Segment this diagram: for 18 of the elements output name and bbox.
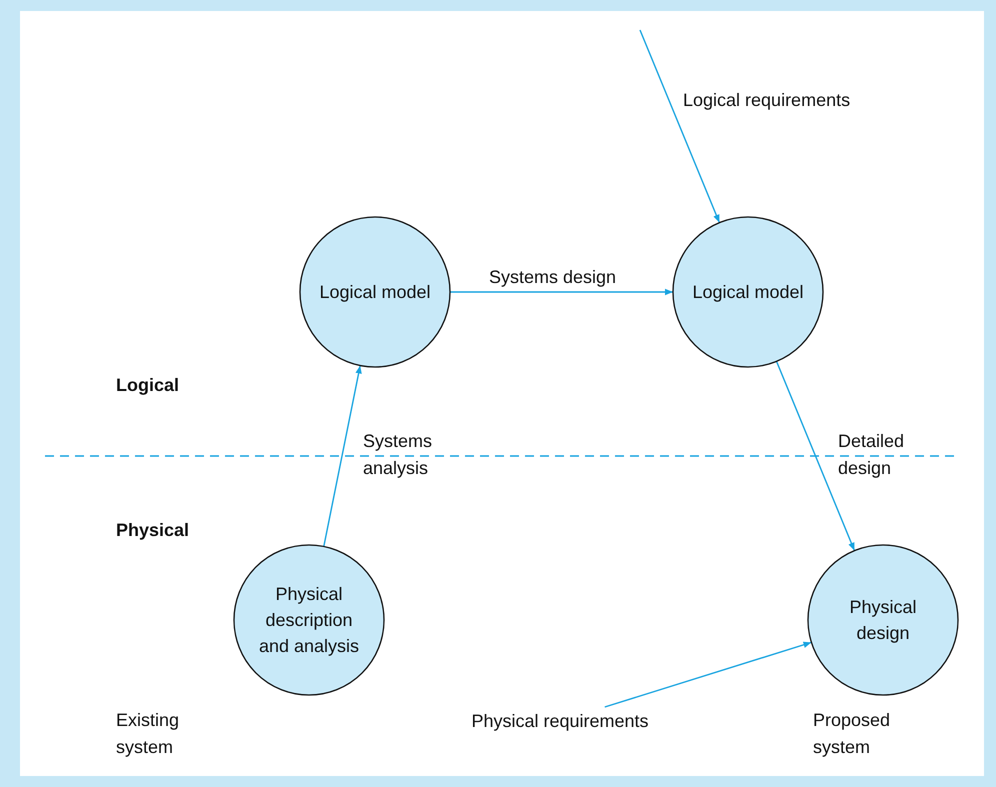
arrow (450, 288, 673, 296)
edge-label: Systems analysis (363, 430, 434, 480)
level-label: Physical (116, 519, 190, 542)
arrow (604, 642, 812, 708)
node-label: Logical model (691, 281, 805, 304)
arrow (323, 365, 362, 547)
edge-label: Detailed design (838, 430, 906, 480)
note-label: Existing system (116, 709, 180, 759)
arrow (639, 30, 720, 223)
node-label: Physical design (848, 596, 918, 645)
level-label: Logical (116, 374, 180, 397)
edge-label: Logical requirements (683, 89, 852, 112)
node-label: Logical model (318, 281, 432, 304)
note-label: Proposed system (813, 709, 892, 759)
arrow (776, 361, 856, 551)
node-label: Physical description and analysis (258, 583, 360, 658)
input-label: Physical requirements (471, 710, 649, 733)
edge-label: Systems design (489, 266, 618, 289)
